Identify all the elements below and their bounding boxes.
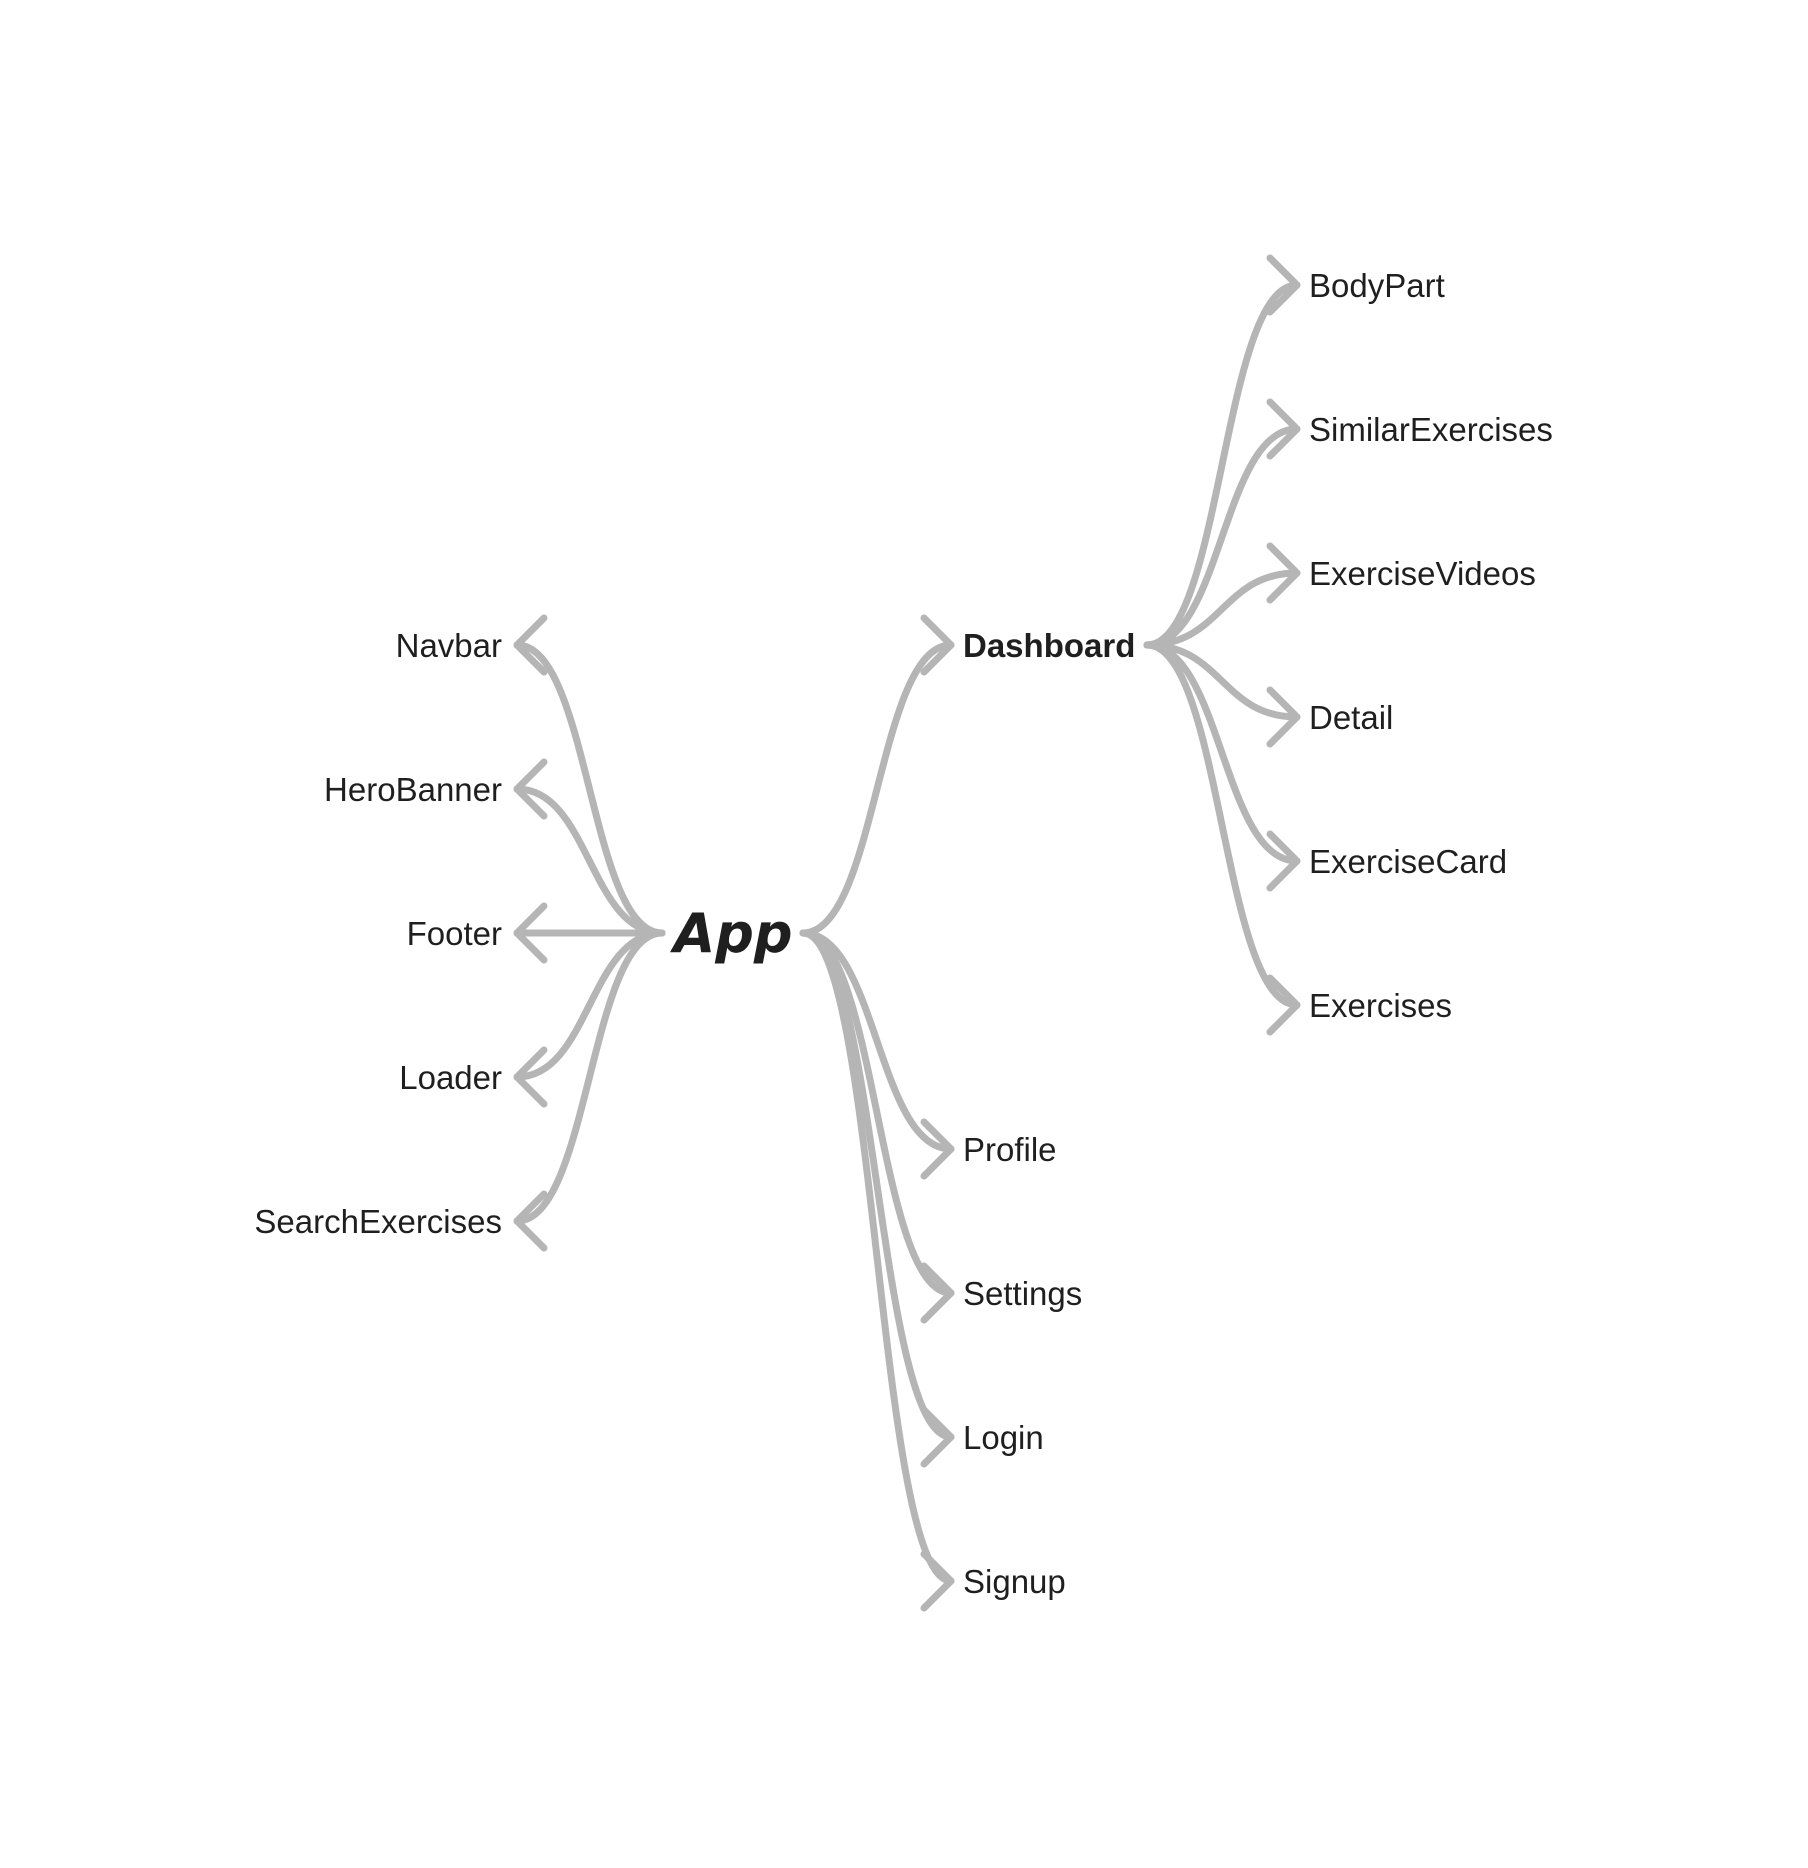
node-bodypart[interactable]: BodyPart — [1309, 267, 1445, 304]
node-settings[interactable]: Settings — [963, 1275, 1082, 1312]
arrowhead-exercisecard — [1266, 830, 1301, 892]
node-exercisevideos[interactable]: ExerciseVideos — [1309, 555, 1536, 592]
edge-signup — [799, 929, 955, 1585]
arrowheads-group — [513, 254, 1301, 1612]
node-login[interactable]: Login — [963, 1419, 1044, 1456]
edge-similarexercises — [1143, 425, 1301, 649]
edge-profile — [799, 929, 955, 1153]
node-app[interactable]: App — [669, 902, 792, 965]
arrowhead-similarexercises — [1266, 398, 1301, 460]
edge-loader — [513, 929, 666, 1081]
arrowhead-loader — [513, 1046, 548, 1108]
arrowhead-navbar — [513, 614, 548, 676]
arrowhead-searchexercises — [513, 1190, 548, 1252]
arrowhead-login — [920, 1406, 955, 1468]
arrowhead-signup — [920, 1550, 955, 1612]
edge-exercisevideos — [1143, 569, 1301, 649]
edge-herobanner — [513, 785, 666, 937]
edge-dashboard — [799, 641, 955, 937]
edge-login — [799, 929, 955, 1441]
arrowhead-profile — [920, 1118, 955, 1180]
node-navbar[interactable]: Navbar — [396, 627, 502, 664]
arrowhead-detail — [1266, 686, 1301, 748]
node-exercisecard[interactable]: ExerciseCard — [1309, 843, 1507, 880]
node-signup[interactable]: Signup — [963, 1563, 1066, 1600]
edge-detail — [1143, 641, 1301, 721]
arrowhead-footer — [513, 902, 548, 964]
edge-navbar — [513, 641, 666, 937]
node-profile[interactable]: Profile — [963, 1131, 1057, 1168]
edges-group — [513, 281, 1301, 1585]
node-searchexercises[interactable]: SearchExercises — [254, 1203, 502, 1240]
edge-searchexercises — [513, 929, 666, 1225]
arrowhead-herobanner — [513, 758, 548, 820]
edge-exercises — [1143, 641, 1301, 1009]
arrowhead-settings — [920, 1262, 955, 1324]
arrowhead-exercises — [1266, 974, 1301, 1036]
node-herobanner[interactable]: HeroBanner — [324, 771, 502, 808]
arrowhead-dashboard — [920, 614, 955, 676]
node-loader[interactable]: Loader — [399, 1059, 502, 1096]
node-dashboard[interactable]: Dashboard — [963, 627, 1135, 664]
node-detail[interactable]: Detail — [1309, 699, 1393, 736]
node-exercises[interactable]: Exercises — [1309, 987, 1452, 1024]
edge-bodypart — [1143, 281, 1301, 649]
arrowhead-bodypart — [1266, 254, 1301, 316]
node-similarexercises[interactable]: SimilarExercises — [1309, 411, 1553, 448]
edge-exercisecard — [1143, 641, 1301, 865]
node-footer[interactable]: Footer — [407, 915, 502, 952]
arrowhead-exercisevideos — [1266, 542, 1301, 604]
